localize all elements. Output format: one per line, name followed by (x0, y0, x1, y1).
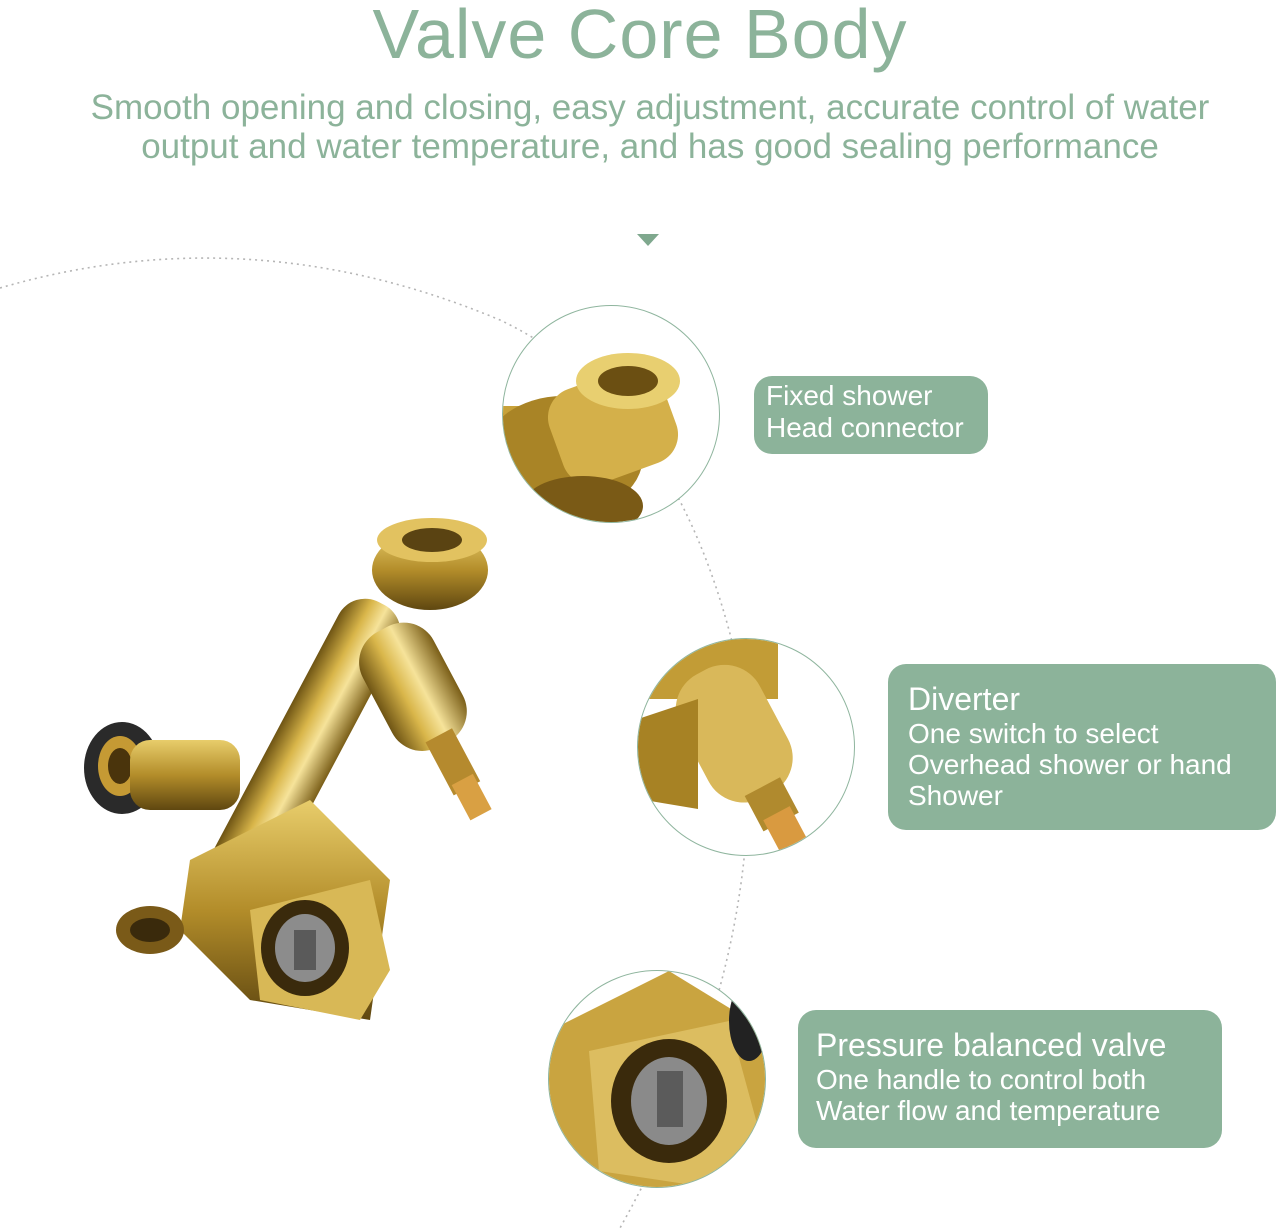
pressure-valve-detail-image (548, 970, 766, 1188)
label-title: Pressure balanced valve (816, 1027, 1167, 1063)
diverter-label: Diverter One switch to select Overhead s… (888, 664, 1276, 830)
label-line: Overhead shower or hand (908, 749, 1232, 780)
page-title: Valve Core Body (372, 0, 908, 73)
pressure-valve-label: Pressure balanced valve One handle to co… (798, 1010, 1222, 1148)
label-line: One switch to select (908, 718, 1159, 749)
label-line: Head connector (766, 412, 964, 443)
fixed-shower-detail-image (502, 305, 720, 523)
down-arrow-icon (637, 234, 659, 246)
label-line: Water flow and temperature (816, 1095, 1161, 1126)
valve-body-image (84, 518, 492, 1020)
page-subtitle: Smooth opening and closing, easy adjustm… (90, 88, 1210, 166)
label-line: One handle to control both (816, 1064, 1147, 1095)
label-line: Shower (908, 780, 1003, 811)
label-title: Diverter (908, 681, 1021, 717)
fixed-shower-label: Fixed shower Head connector (754, 376, 988, 454)
label-line: Fixed shower (766, 380, 933, 411)
diverter-detail-image (637, 638, 855, 856)
